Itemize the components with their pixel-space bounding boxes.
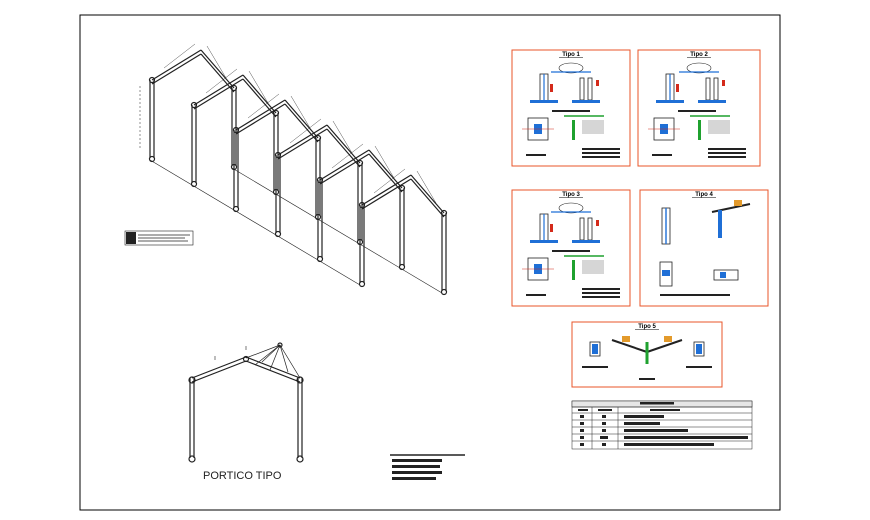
detail-panel: Tipo 4 <box>639 189 769 307</box>
detail-title: Tipo 2 <box>690 52 708 58</box>
schedule-table <box>571 400 753 450</box>
isometric-frames <box>139 43 448 296</box>
portico-tipo-drawing <box>188 342 304 463</box>
detail-frame <box>637 49 761 167</box>
iso-ground-left <box>149 159 361 286</box>
iso-frame <box>358 168 448 296</box>
legend-block <box>124 230 194 246</box>
detail-frame <box>511 189 631 307</box>
detail-panels: Tipo 1 Tipo 2 Tipo 3 Tipo 4 Tipo 5 <box>511 49 769 388</box>
portico-tipo-label: PORTICO TIPO <box>203 470 282 482</box>
detail-panel: Tipo 1 <box>511 49 631 167</box>
detail-panel: Tipo 5 <box>571 321 723 388</box>
detail-frame <box>511 49 631 167</box>
detail-title: Tipo 3 <box>562 192 580 198</box>
notes-block <box>390 454 465 480</box>
iso-ground-right <box>231 167 443 294</box>
iso-frame <box>148 43 238 171</box>
detail-title: Tipo 4 <box>695 192 713 198</box>
detail-panel: Tipo 3 <box>511 189 631 307</box>
sheet-border <box>79 14 781 511</box>
schedule-table-fill <box>578 402 748 446</box>
detail-frame <box>639 189 769 307</box>
detail-panel: Tipo 2 <box>637 49 761 167</box>
detail-title: Tipo 5 <box>638 324 656 330</box>
detail-title: Tipo 1 <box>562 52 580 58</box>
